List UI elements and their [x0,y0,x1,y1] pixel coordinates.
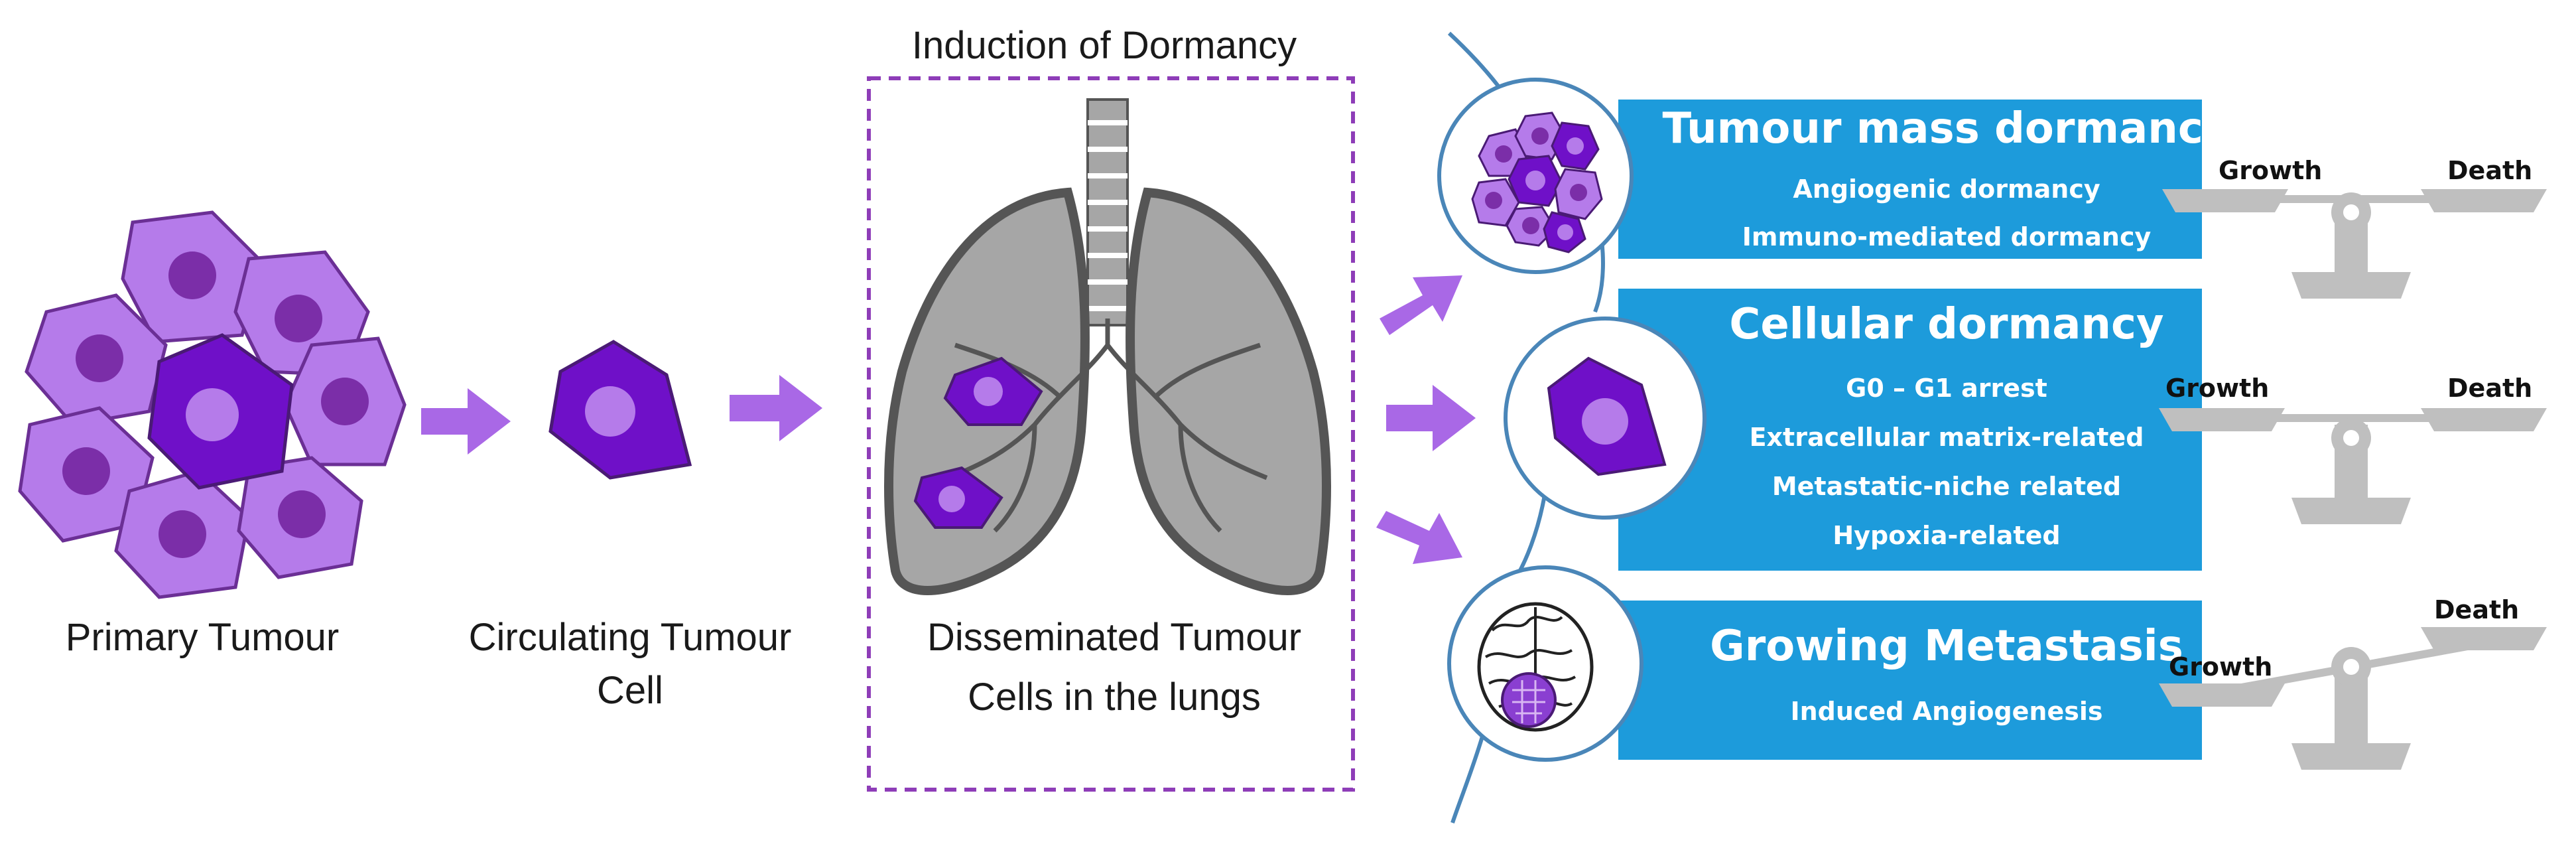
arrow-up-right-icon [1380,275,1462,335]
right-lung [1126,187,1331,595]
outcome-title: Tumour mass dormancy [1662,104,2230,153]
tumour-cell-nucleus [275,295,322,342]
tumour-cell-nucleus [62,447,110,495]
outcome-item: Angiogenic dormancy [1793,175,2100,204]
outcome-item: Immuno-mediated dormancy [1742,222,2152,251]
metastasis-icon [1501,672,1557,728]
arrow-right-icon [730,375,822,441]
lung-dtc-nucleus [938,486,965,512]
scale-right-label: Death [2434,595,2519,624]
circulating-tumour-cell [548,340,692,480]
outcome-item: Metastatic-niche related [1772,472,2121,501]
arrow-right-icon [1386,385,1476,451]
primary-tumour-label: Primary Tumour [66,616,340,659]
outcome-item: Extracellular matrix-related [1750,423,2144,452]
outcome-title: Cellular dormancy [1729,300,2163,349]
circulating-label-line2: Cell [597,669,663,712]
primary-tumour-cluster [18,210,407,599]
tumour-cell-nucleus [159,510,206,558]
outcome-title: Growing Metastasis [1710,622,2183,671]
brain-icon [1477,602,1594,732]
scale-right-label: Death [2447,374,2532,403]
outcome-growing-metastasis: Growing Metastasis Induced Angiogenesis … [1447,565,2547,770]
circulating-label-line1: Circulating Tumour [469,616,792,659]
tumour-cell-nucleus [168,251,216,299]
outcome-cellular-dormancy: Cellular dormancy G0 – G1 arrest Extrace… [1504,289,2547,571]
tumour-cell-nucleus [278,490,326,538]
disseminated-label-line2: Cells in the lungs [968,676,1261,719]
disseminated-label-line1: Disseminated Tumour [927,616,1301,659]
balance-scale-icon: Growth Death [2162,156,2547,299]
induction-of-dormancy-title: Induction of Dormancy [912,24,1297,67]
tumour-cell-nucleus [186,388,239,441]
outcome-box [1618,601,2202,760]
lung-dtc-nucleus [974,377,1003,406]
outcome-item: Hypoxia-related [1833,521,2060,550]
scale-right-label: Death [2447,156,2532,185]
tumour-cell-nucleus [321,378,369,425]
scale-left-label: Growth [2169,652,2272,681]
balance-scale-icon: Growth Death [2159,595,2547,770]
tumour-cell-nucleus [76,334,123,382]
outcome-item: Induced Angiogenesis [1790,697,2102,726]
induction-dashed-box [867,76,1355,792]
trachea [1086,98,1129,326]
outcome-box [1618,289,2202,571]
outcome-box [1618,100,2202,259]
outcome-item: G0 – G1 arrest [1846,374,2047,403]
arrow-right-icon [421,388,511,455]
single-cell-icon [1547,356,1667,476]
tumour-mass-cluster-icon [1471,111,1603,253]
balance-scale-icon: Growth Death [2159,374,2547,524]
scale-left-label: Growth [2165,374,2269,403]
circulating-cell-nucleus [585,386,635,437]
outcome-tumour-mass-dormancy: Tumour mass dormancy Angiogenic dormancy… [1437,78,2547,299]
scale-left-label: Growth [2219,156,2322,185]
lungs-illustration [884,98,1331,595]
arrow-down-right-icon [1376,511,1462,564]
